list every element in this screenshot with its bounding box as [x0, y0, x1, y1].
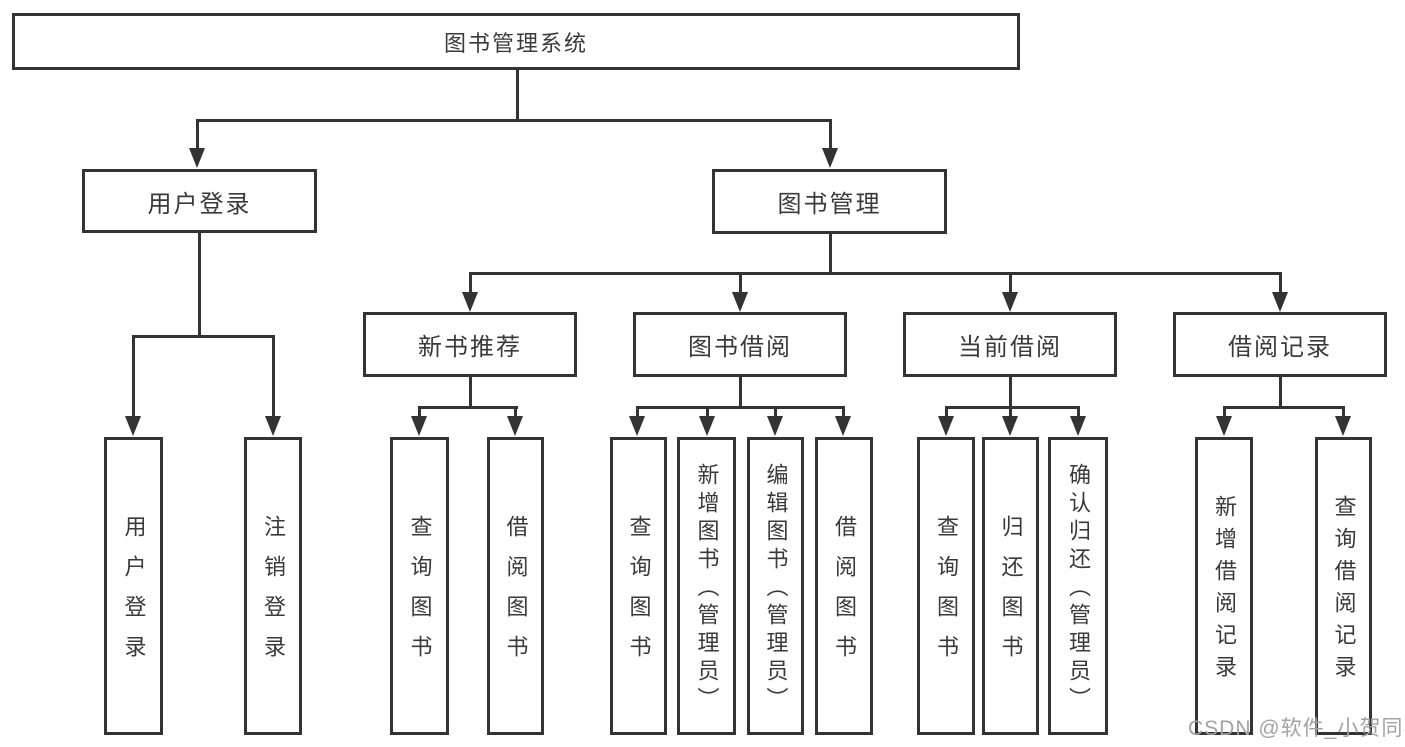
- connector-line: [514, 406, 517, 420]
- node-label: 确认归还（管理员）: [1066, 463, 1091, 715]
- arrowhead-down-icon: [189, 148, 205, 168]
- arrowhead-down-icon: [1216, 416, 1232, 436]
- node-label: 图书管理: [777, 191, 882, 218]
- leaf-query-books-current: 查询图书: [917, 437, 975, 735]
- connector-line: [418, 406, 518, 409]
- node-label: 查询图书: [934, 515, 959, 675]
- connector-line: [1279, 377, 1282, 408]
- node-label: 借阅图书: [832, 515, 857, 675]
- arrowhead-down-icon: [1335, 416, 1351, 436]
- node-label: 用户登录: [121, 515, 147, 675]
- connector-line: [1077, 406, 1080, 420]
- node-label: 新增图书（管理员）: [694, 463, 720, 715]
- node-label: 图书借阅: [688, 334, 792, 361]
- node-label: 借阅记录: [1228, 334, 1332, 361]
- connector-line: [198, 233, 201, 337]
- node-label: 借阅图书: [503, 515, 529, 675]
- leaf-edit-books-admin: 编辑图书（管理员）: [747, 437, 804, 735]
- connector-line: [469, 272, 1282, 275]
- connector-line: [132, 335, 135, 420]
- connector-line: [739, 377, 742, 408]
- leaf-return-books: 归还图书: [982, 437, 1039, 735]
- connector-line: [196, 119, 199, 153]
- node-label: 查询图书: [626, 515, 652, 675]
- connector-line: [1279, 272, 1282, 295]
- node-label: 查询图书: [407, 515, 433, 675]
- leaf-user-login: 用户登录: [104, 437, 163, 735]
- arrowhead-down-icon: [507, 416, 523, 436]
- arrowhead-down-icon: [938, 416, 954, 436]
- connector-line: [516, 69, 519, 121]
- connector-line: [842, 406, 845, 420]
- arrowhead-down-icon: [699, 416, 715, 436]
- node-book-borrowing: 图书借阅: [633, 312, 847, 377]
- node-label: 编辑图书（管理员）: [763, 463, 789, 715]
- node-label: 查询借阅记录: [1331, 495, 1357, 687]
- node-label: 注销登录: [261, 515, 286, 675]
- connector-line: [469, 272, 472, 295]
- arrowhead-down-icon: [462, 292, 478, 312]
- arrowhead-down-icon: [732, 292, 748, 312]
- connector-line: [945, 406, 1080, 409]
- arrowhead-down-icon: [265, 416, 281, 436]
- arrowhead-down-icon: [629, 416, 645, 436]
- connector-line: [469, 377, 472, 408]
- leaf-add-borrow-record: 新增借阅记录: [1195, 437, 1253, 735]
- leaf-add-books-admin: 新增图书（管理员）: [677, 437, 736, 735]
- arrowhead-down-icon: [1002, 292, 1018, 312]
- connector-line: [829, 234, 832, 274]
- connector-line: [1223, 406, 1345, 409]
- leaf-query-borrow-record: 查询借阅记录: [1315, 437, 1372, 735]
- node-library-system: 图书管理系统: [12, 13, 1020, 70]
- node-label: 归还图书: [998, 515, 1024, 675]
- csdn-watermark: CSDN @软件_小贺同学: [1188, 717, 1405, 740]
- arrowhead-down-icon: [1272, 292, 1288, 312]
- connector-line: [706, 406, 709, 420]
- arrowhead-down-icon: [1002, 416, 1018, 436]
- connector-line: [1009, 406, 1012, 420]
- connector-line: [132, 335, 275, 338]
- connector-line: [1009, 272, 1012, 295]
- connector-line: [418, 406, 421, 420]
- connector-line: [196, 119, 832, 122]
- node-new-book-recommendation: 新书推荐: [363, 312, 577, 377]
- node-book-management: 图书管理: [712, 169, 947, 234]
- leaf-confirm-return-admin: 确认归还（管理员）: [1048, 437, 1108, 735]
- node-label: 图书管理系统: [443, 30, 588, 56]
- connector-line: [829, 119, 832, 153]
- connector-line: [636, 406, 639, 420]
- leaf-query-books-recommend: 查询图书: [390, 437, 449, 735]
- connector-line: [774, 406, 777, 420]
- arrowhead-down-icon: [822, 148, 838, 168]
- arrowhead-down-icon: [1070, 416, 1086, 436]
- leaf-borrow-books-recommend: 借阅图书: [487, 437, 544, 735]
- connector-line: [272, 335, 275, 420]
- connector-line: [945, 406, 948, 420]
- arrowhead-down-icon: [835, 416, 851, 436]
- leaf-logout: 注销登录: [244, 437, 302, 735]
- node-current-borrowing: 当前借阅: [903, 312, 1117, 377]
- node-label: 用户登录: [147, 190, 252, 218]
- arrowhead-down-icon: [767, 416, 783, 436]
- connector-line: [1223, 406, 1226, 420]
- connector-line: [1009, 377, 1012, 408]
- arrowhead-down-icon: [411, 416, 427, 436]
- connector-line: [739, 272, 742, 295]
- node-label: 新书推荐: [418, 334, 522, 361]
- node-user-login: 用户登录: [82, 169, 317, 233]
- leaf-borrow-books-borrowing: 借阅图书: [815, 437, 873, 735]
- node-borrowing-records: 借阅记录: [1173, 312, 1387, 377]
- node-label: 新增借阅记录: [1212, 495, 1237, 687]
- node-label: 当前借阅: [958, 334, 1062, 361]
- leaf-query-books-borrowing: 查询图书: [610, 437, 667, 735]
- arrowhead-down-icon: [125, 416, 141, 436]
- connector-line: [636, 406, 845, 409]
- connector-line: [1342, 406, 1345, 420]
